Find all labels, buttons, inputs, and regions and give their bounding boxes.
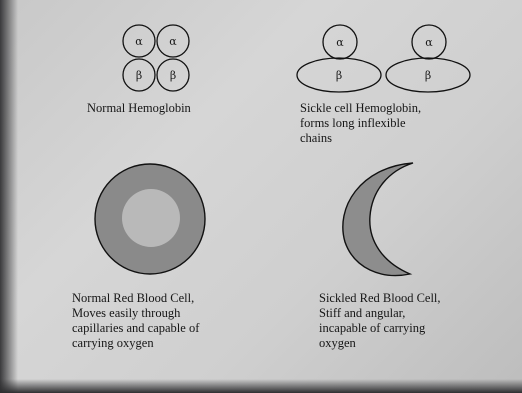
- normal-hb-label-alpha-1: α: [135, 35, 143, 48]
- sickled-rbc-caption: Sickled Red Blood Cell, Stiff and angula…: [319, 291, 441, 351]
- sickle-hemoglobin-caption-line-3: chains: [300, 131, 421, 146]
- normal-rbc-caption-line-2: Moves easily through: [72, 306, 199, 321]
- normal-hemoglobin-caption-line: Normal Hemoglobin: [87, 101, 191, 116]
- sickled-rbc-caption-line-4: oxygen: [319, 336, 441, 351]
- sickled-rbc-shape: [343, 163, 413, 276]
- sickle-hb-label-beta-1: β: [336, 69, 342, 82]
- sickled-rbc-figure: [343, 163, 413, 276]
- photo-edge-shadow-bottom: [0, 379, 522, 393]
- photo-edge-shadow-left: [0, 0, 18, 393]
- normal-hb-label-beta-2: β: [170, 69, 176, 82]
- sickle-hemoglobin-figure: α β α β: [297, 25, 470, 92]
- normal-hb-label-alpha-2: α: [169, 35, 177, 48]
- normal-rbc-center: [122, 189, 180, 247]
- sickle-hemoglobin-caption-line-2: forms long inflexible: [300, 116, 421, 131]
- sickle-hemoglobin-caption: Sickle cell Hemoglobin, forms long infle…: [300, 101, 421, 146]
- sickle-hb-label-beta-2: β: [425, 69, 431, 82]
- normal-hb-label-beta-1: β: [136, 69, 142, 82]
- normal-rbc-figure: [95, 164, 205, 274]
- sickled-rbc-caption-line-1: Sickled Red Blood Cell,: [319, 291, 441, 306]
- normal-hemoglobin-figure: α α β β: [123, 25, 189, 91]
- normal-hemoglobin-caption: Normal Hemoglobin: [87, 101, 191, 116]
- normal-rbc-caption-line-1: Normal Red Blood Cell,: [72, 291, 199, 306]
- sickle-hb-label-alpha-1: α: [336, 36, 344, 49]
- sickle-hb-label-alpha-2: α: [425, 36, 433, 49]
- normal-rbc-caption-line-4: carrying oxygen: [72, 336, 199, 351]
- sickle-hemoglobin-caption-line-1: Sickle cell Hemoglobin,: [300, 101, 421, 116]
- sickled-rbc-caption-line-2: Stiff and angular,: [319, 306, 441, 321]
- normal-rbc-caption-line-3: capillaries and capable of: [72, 321, 199, 336]
- sickled-rbc-caption-line-3: incapable of carrying: [319, 321, 441, 336]
- normal-rbc-caption: Normal Red Blood Cell, Moves easily thro…: [72, 291, 199, 351]
